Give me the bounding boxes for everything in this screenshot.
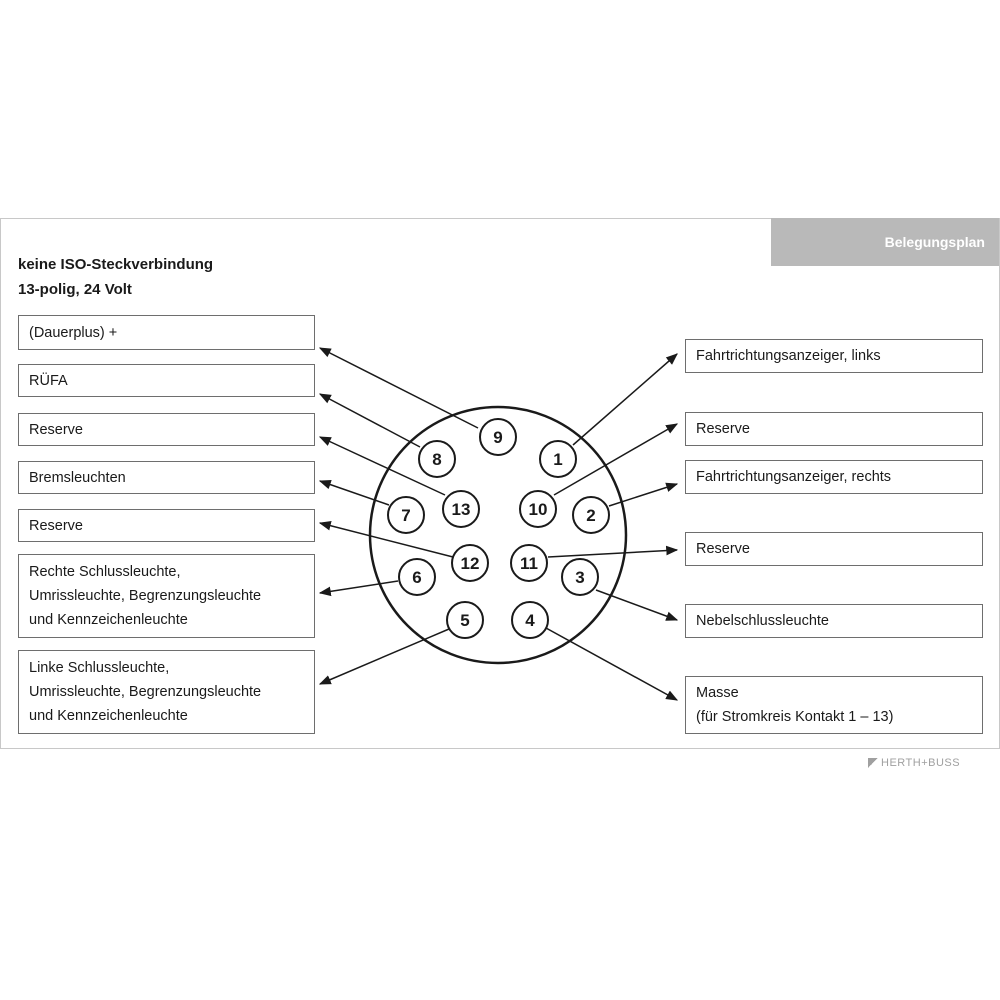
arrow-pin-2 <box>608 482 679 507</box>
label-text: RÜFA <box>29 372 68 389</box>
label-text: Nebelschlussleuchte <box>696 613 829 629</box>
pin-label: 6 <box>412 568 421 587</box>
arrow-pin-12 <box>318 521 454 558</box>
pin-7: 7 <box>387 496 425 534</box>
label-text: Fahrtrichtungsanzeiger, rechts <box>696 469 892 485</box>
brand-text: HERTH+BUSS <box>881 757 961 769</box>
title-line-2: 13-polig, 24 Volt <box>18 281 132 298</box>
arrow-pin-11 <box>547 545 679 558</box>
label-text: und Kennzeichenleuchte <box>29 612 188 628</box>
label-text: Umrissleuchte, Begrenzungsleuchte <box>29 588 262 604</box>
arrow-pin-6 <box>318 580 399 597</box>
pin-2: 2 <box>572 496 610 534</box>
label-text: Reserve <box>29 421 83 438</box>
label-text: (für Stromkreis Kontakt 1 – 13) <box>696 709 894 725</box>
diagram-title: keine ISO-Steckverbindung 13-polig, 24 V… <box>18 252 213 302</box>
label-text: Masse <box>696 685 739 701</box>
label-box-dauerplus: (Dauerplus) + <box>18 315 315 350</box>
label-text: und Kennzeichenleuchte <box>29 708 188 724</box>
pin-label: 8 <box>432 450 441 469</box>
pin-label: 2 <box>586 506 595 525</box>
pin-5: 5 <box>446 601 484 639</box>
pin-4: 4 <box>511 601 549 639</box>
label-text: Reserve <box>29 517 83 534</box>
label-box-linke-schlussleuchte: Linke Schlussleuchte, Umrissleuchte, Beg… <box>18 650 315 734</box>
arrow-pin-9 <box>318 347 479 429</box>
pin-13: 13 <box>442 490 480 528</box>
label-text: Linke Schlussleuchte, <box>29 660 170 676</box>
label-text: (Dauerplus) + <box>29 324 118 341</box>
label-text: Rechte Schlussleuchte, <box>29 564 181 580</box>
pin-label: 10 <box>529 500 548 519</box>
label-box-fahrtrichtung-links: Fahrtrichtungsanzeiger, links <box>685 339 983 373</box>
pin-label: 7 <box>401 506 410 525</box>
pin-label: 12 <box>461 554 480 573</box>
title-line-1: keine ISO-Steckverbindung <box>18 256 214 273</box>
pin-label: 4 <box>525 611 535 630</box>
pin-label: 9 <box>493 428 502 447</box>
arrow-pin-7 <box>318 480 390 506</box>
arrow-pin-8 <box>318 393 421 448</box>
header-tab: Belegungsplan <box>771 218 999 266</box>
label-box-reserve-left-2: Reserve <box>18 509 315 542</box>
label-box-reserve-right-2: Reserve <box>685 532 983 566</box>
label-box-reserve-left-1: Reserve <box>18 413 315 446</box>
arrow-pin-5 <box>318 628 450 685</box>
label-box-bremsleuchten: Bremsleuchten <box>18 461 315 494</box>
pin-12: 12 <box>451 544 489 582</box>
label-box-ruefa: RÜFA <box>18 364 315 397</box>
pin-1: 1 <box>539 440 577 478</box>
arrow-pin-10 <box>553 423 679 496</box>
label-text: Reserve <box>696 421 750 437</box>
pin-label: 1 <box>553 450 562 469</box>
brand-logo: HERTH+BUSS <box>868 757 960 769</box>
pin-label: 3 <box>575 568 584 587</box>
label-text: Bremsleuchten <box>29 469 126 486</box>
label-text: Fahrtrichtungsanzeiger, links <box>696 348 881 364</box>
pin-9: 9 <box>479 418 517 456</box>
header-tab-label: Belegungsplan <box>884 234 985 250</box>
arrow-pin-4 <box>545 627 679 701</box>
brand-mark-icon <box>868 758 878 768</box>
connector-outline <box>368 405 628 665</box>
label-text: Reserve <box>696 541 750 557</box>
label-box-reserve-right-1: Reserve <box>685 412 983 446</box>
pin-10: 10 <box>519 490 557 528</box>
pin-3: 3 <box>561 558 599 596</box>
pin-6: 6 <box>398 558 436 596</box>
arrow-pin-3 <box>595 589 679 621</box>
arrow-pin-13 <box>318 436 446 496</box>
pin-label: 13 <box>452 500 471 519</box>
label-box-rechte-schlussleuchte: Rechte Schlussleuchte, Umrissleuchte, Be… <box>18 554 315 638</box>
pin-11: 11 <box>510 544 548 582</box>
arrow-pin-1 <box>572 353 678 446</box>
label-box-fahrtrichtung-rechts: Fahrtrichtungsanzeiger, rechts <box>685 460 983 494</box>
pin-label: 11 <box>520 554 538 573</box>
pin-label: 5 <box>460 611 469 630</box>
pin-8: 8 <box>418 440 456 478</box>
label-text: Umrissleuchte, Begrenzungsleuchte <box>29 684 262 700</box>
label-box-nebelschlussleuchte: Nebelschlussleuchte <box>685 604 983 638</box>
label-box-masse: Masse (für Stromkreis Kontakt 1 – 13) <box>685 676 983 734</box>
